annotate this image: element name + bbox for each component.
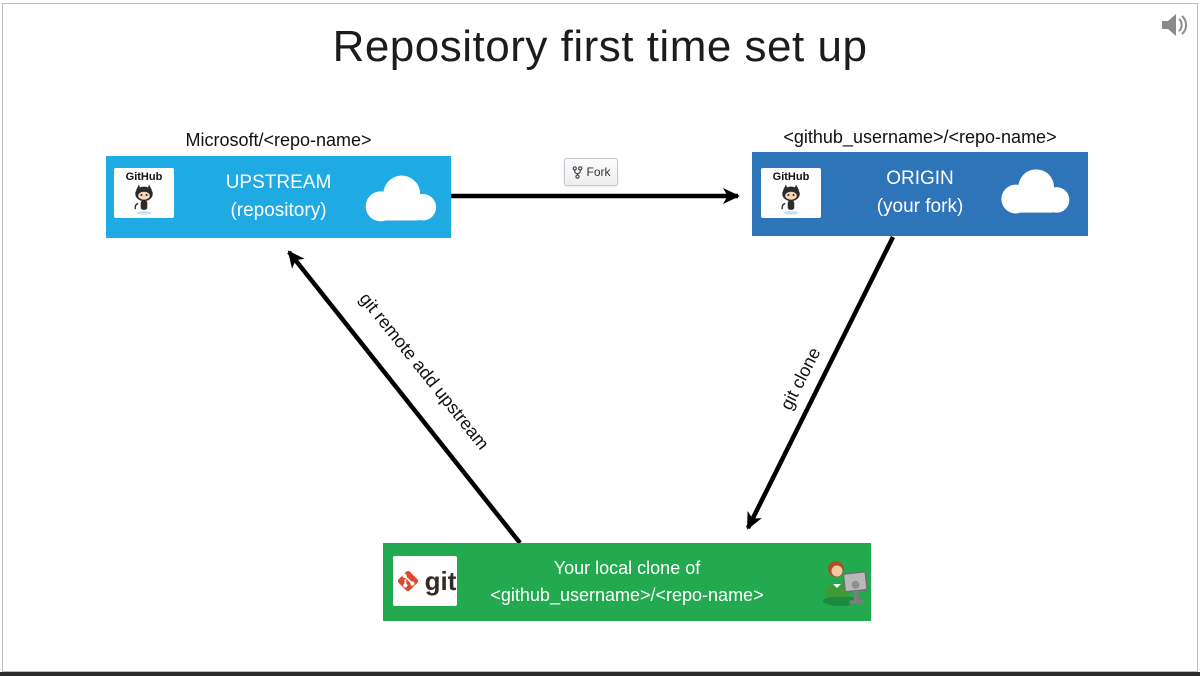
upstream-text: UPSTREAM (repository) (106, 169, 451, 225)
octocat-icon (134, 184, 153, 215)
local-clone-box: git Your local clone of <github_username… (383, 543, 871, 621)
git-logo-icon (397, 570, 418, 592)
upstream-box: GitHub UPSTREAM (repository) (106, 156, 451, 238)
github-logo-label: GitHub (772, 171, 810, 183)
git-logo: git (393, 556, 457, 606)
local-clone-line2: <github_username>/<repo-name> (490, 585, 764, 605)
octocat-icon (781, 184, 800, 215)
person-at-computer-icon (823, 561, 868, 606)
origin-name: ORIGIN (886, 168, 954, 189)
arrow-git-clone (745, 235, 896, 530)
local-clone-text: Your local clone of <github_username>/<r… (383, 555, 871, 609)
speaker-icon[interactable] (1160, 11, 1190, 39)
fork-button-label: Fork (586, 165, 611, 179)
origin-sub: (your fork) (876, 196, 964, 217)
cloud-icon (365, 175, 437, 222)
cloud-icon (1001, 169, 1070, 214)
origin-text: ORIGIN (your fork) (752, 165, 1088, 221)
slide-title: Repository first time set up (332, 22, 868, 71)
local-clone-line1: Your local clone of (553, 558, 701, 578)
origin-repo-name-label: <github_username>/<repo-name> (783, 127, 1057, 147)
arrow-remote-add-upstream (287, 250, 522, 545)
upstream-sub: (repository) (230, 200, 327, 221)
git-clone-label: git clone (776, 344, 825, 414)
git-logo-label: git (424, 566, 457, 596)
github-logo: GitHub (114, 168, 174, 218)
remote-add-upstream-label: git remote add upstream (355, 288, 494, 454)
upstream-repo-name-label: Microsoft/<repo-name> (185, 130, 372, 150)
upstream-name: UPSTREAM (225, 172, 332, 193)
fork-icon (572, 165, 582, 179)
bottom-edge-bar (0, 672, 1200, 676)
github-logo: GitHub (761, 168, 821, 218)
github-logo-label: GitHub (125, 171, 163, 183)
fork-button: Fork (564, 158, 618, 186)
origin-box: GitHub ORIGIN (your fork) (752, 152, 1088, 236)
